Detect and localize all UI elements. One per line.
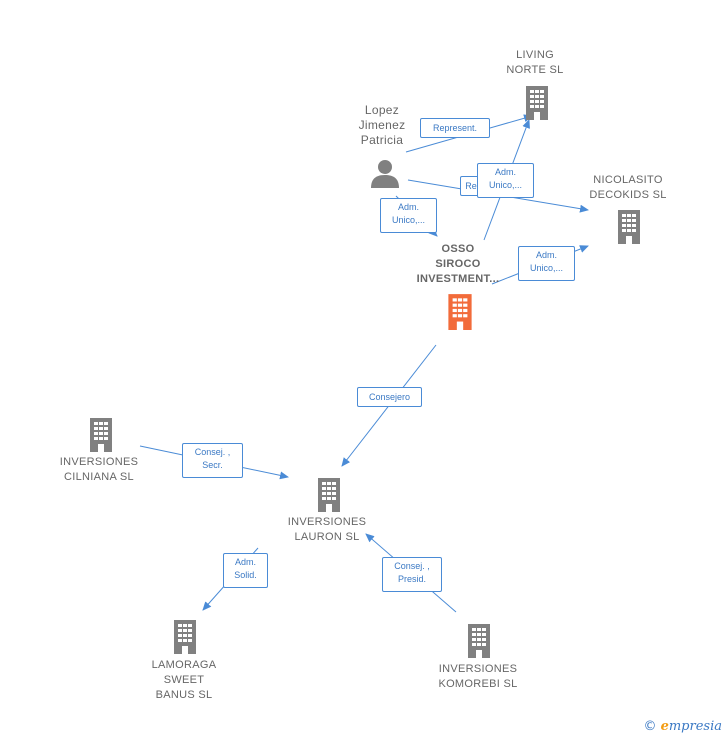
edge-label-consejero: Consejero: [357, 387, 422, 407]
node-label-cilniana[interactable]: INVERSIONES CILNIANA SL: [59, 456, 139, 483]
edge-label-represent: Represent.: [420, 118, 490, 138]
building-icon[interactable]: [464, 622, 494, 658]
node-label-nicolasito[interactable]: NICOLASITO DECOKIDS SL: [589, 174, 667, 201]
building-icon[interactable]: [522, 84, 552, 120]
edge-label-adm-unico: Adm. Unico,...: [518, 246, 575, 281]
edge-label-consej-presid: Consej. , Presid.: [382, 557, 442, 592]
building-icon[interactable]: [170, 618, 200, 654]
node-label-lamoraga[interactable]: LAMORAGA SWEET BANUS SL: [151, 659, 217, 701]
empresia-logo: © empresia: [643, 719, 722, 734]
building-icon[interactable]: [86, 416, 116, 452]
node-label-lopez[interactable]: Lopez Jimenez Patricia: [358, 103, 406, 147]
edge-label-adm-solid: Adm. Solid.: [223, 553, 268, 588]
edge-label-consej-secr: Consej. , Secr.: [182, 443, 243, 478]
building-icon[interactable]: [614, 208, 644, 244]
node-label-living-norte[interactable]: LIVING NORTE SL: [506, 49, 564, 76]
node-label-lauron[interactable]: INVERSIONES LAURON SL: [287, 516, 367, 543]
building-icon[interactable]: [314, 476, 344, 512]
building-icon-focus[interactable]: [444, 292, 476, 330]
edge-label-adm-unico: Adm. Unico,...: [380, 198, 437, 233]
node-label-komorebi[interactable]: INVERSIONES KOMOREBI SL: [438, 663, 518, 690]
edge-label-adm-unico: Adm. Unico,...: [477, 163, 534, 198]
person-icon[interactable]: [369, 157, 401, 189]
node-label-osso[interactable]: OSSO SIROCO INVESTMENT...: [416, 243, 500, 285]
